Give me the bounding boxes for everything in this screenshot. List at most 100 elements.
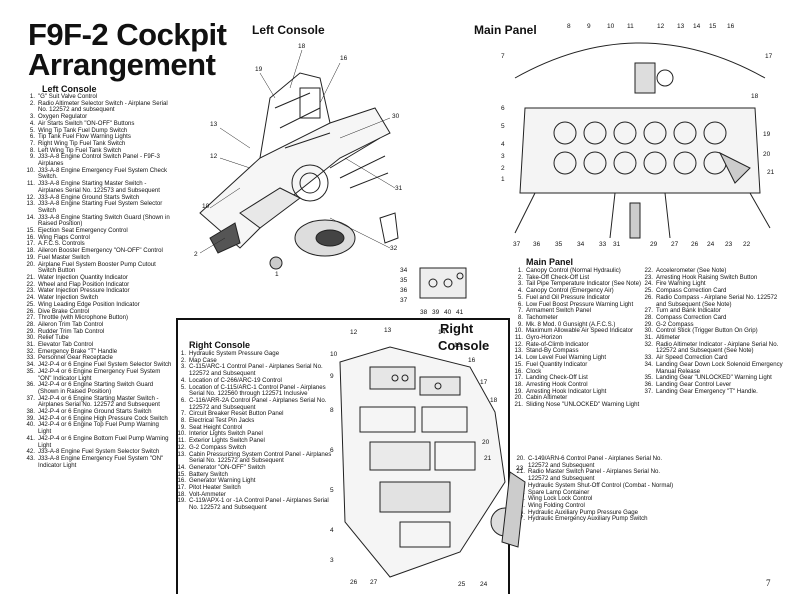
legend-item-number: 17. xyxy=(514,374,523,382)
legend-item-number: 11. xyxy=(26,180,35,188)
svg-text:19: 19 xyxy=(763,131,771,138)
svg-text:19: 19 xyxy=(255,66,263,73)
legend-item-text: Seat Height Control xyxy=(189,423,243,431)
svg-text:20: 20 xyxy=(763,151,771,158)
title-line-2: Arrangement xyxy=(28,47,216,82)
legend-item-text: Arresting Hook Raising Switch Button xyxy=(656,273,758,281)
legend-item-text: Fuel and Oil Pressure Indicator xyxy=(526,293,610,301)
svg-text:21: 21 xyxy=(767,169,775,176)
legend-item-number: 28. xyxy=(644,313,653,321)
legend-item: 18.Volt-Ammeter xyxy=(176,490,338,499)
right-console-diagram-title-1: Right xyxy=(440,321,474,336)
legend-item-text: J33-A-8 Engine Emergency Fuel System "ON… xyxy=(38,454,164,469)
legend-item: 11.Gyro-Horizon xyxy=(513,334,653,342)
legend-item-number: 23. xyxy=(26,287,35,295)
legend-item-text: Hydraulic System Pressure Gage xyxy=(189,350,280,357)
legend-item-number: 18. xyxy=(177,490,186,498)
legend-item: 19.Arresting Hook Indicator Light xyxy=(513,388,653,396)
svg-text:12: 12 xyxy=(350,329,358,336)
legend-item: 1.Canopy Control (Normal Hydraulic) xyxy=(513,267,653,275)
right-console-frame xyxy=(176,318,510,594)
svg-text:23: 23 xyxy=(725,241,733,248)
legend-item-number: 32. xyxy=(644,340,653,348)
legend-item: 14.Generator "ON-OFF" Switch xyxy=(176,464,338,472)
svg-text:35: 35 xyxy=(555,241,563,248)
legend-item-text: Interior Lights Switch Panel xyxy=(189,430,263,438)
legend-item-number: 7. xyxy=(517,307,523,315)
legend-item: 24.Water Injection Switch xyxy=(25,294,173,302)
legend-item-text: J33-A-8 Engine Emergency Fuel System Che… xyxy=(38,166,168,181)
right-console-heading: Right Console xyxy=(189,340,250,350)
legend-item: 21.Water Injection Quantity Indicator xyxy=(25,273,173,282)
svg-text:8: 8 xyxy=(567,23,571,30)
legend-item-number: 33. xyxy=(26,354,35,362)
legend-item-text: Volt-Ammeter xyxy=(189,490,226,498)
legend-item-text: Ejection Seat Emergency Control xyxy=(38,227,128,235)
legend-item: 34.J42-P-4 or 6 Engine Fuel System Selec… xyxy=(25,361,173,369)
legend-item-text: Tip Tank Fuel Flow Warning Lights xyxy=(38,133,131,141)
legend-item-text: Canopy Control (Emergency Air) xyxy=(526,287,614,295)
legend-item: 1.Hydraulic System Pressure Gage xyxy=(176,350,338,358)
legend-item: 15.Ejection Seat Emergency Control xyxy=(25,227,173,235)
legend-item-number: 40. xyxy=(26,421,35,429)
svg-text:21: 21 xyxy=(484,455,492,462)
legend-item: 3.Tail Pipe Temperature Indicator (See N… xyxy=(513,281,653,288)
left-console-diagram-title: Left Console xyxy=(252,23,325,37)
legend-item-number: 1. xyxy=(517,267,523,274)
legend-item-text: J42-P-4 or 6 Engine Fuel System Selector… xyxy=(38,361,172,369)
svg-text:36: 36 xyxy=(400,287,408,294)
legend-item-number: 26. xyxy=(26,307,35,315)
legend-item-number: 41. xyxy=(26,434,35,442)
legend-item-text: Compass Correction Card xyxy=(656,313,727,321)
legend-item-text: Landing Gear Control Lever xyxy=(656,380,732,388)
legend-item-text: Oxygen Regulator xyxy=(38,113,88,121)
legend-item: 15.Fuel Quantity Indicator xyxy=(513,361,653,369)
svg-text:26: 26 xyxy=(350,579,358,586)
svg-text:15: 15 xyxy=(454,342,462,349)
legend-item-text: Water Injection Switch xyxy=(38,294,99,302)
legend-item-text: Fuel Master Switch xyxy=(38,253,90,261)
legend-item: 18.Arresting Hook Control xyxy=(513,380,653,389)
legend-item: 19.Fuel Master Switch xyxy=(25,253,173,262)
legend-item: 33.Personnel Gear Receptacle xyxy=(25,355,173,362)
right-console-legend-cont: 20.C-149/ARN-6 Control Panel - Airplanes… xyxy=(515,455,677,523)
svg-text:10: 10 xyxy=(202,203,210,210)
legend-item-text: J42-P-4 or 6 Engine Emergency Fuel Syste… xyxy=(38,367,161,382)
legend-item-text: Take-Off Check-Off List xyxy=(526,273,590,281)
legend-item-number: 21. xyxy=(516,468,525,476)
legend-item-number: 31. xyxy=(26,341,35,349)
legend-item-text: Spare Lamp Container xyxy=(528,488,590,496)
legend-item-text: Low Level Fuel Warning Light xyxy=(526,354,607,362)
svg-text:23: 23 xyxy=(516,465,524,472)
legend-item-number: 5. xyxy=(29,126,35,134)
legend-item-number: 7. xyxy=(29,139,35,147)
legend-item-text: Sliding Nose "UNLOCKED" Warning Light xyxy=(526,401,640,409)
svg-text:15: 15 xyxy=(709,23,717,30)
legend-item-number: 17. xyxy=(26,240,35,248)
svg-text:11: 11 xyxy=(627,23,634,30)
legend-item: 3.Oxygen Regulator xyxy=(25,113,173,121)
legend-item: 14.Low Level Fuel Warning Light xyxy=(513,354,653,362)
legend-item: 7.Circuit Breaker Reset Button Panel xyxy=(176,411,338,418)
legend-item: 6.Tip Tank Fuel Flow Warning Lights xyxy=(25,134,173,141)
legend-item-number: 21. xyxy=(26,273,35,281)
legend-item-number: 37. xyxy=(26,394,35,402)
legend-item-number: 18. xyxy=(514,380,523,388)
svg-text:13: 13 xyxy=(677,23,685,30)
legend-item: 16.Clock xyxy=(513,368,653,376)
legend-item-number: 21. xyxy=(514,401,523,409)
legend-item: 26.Dive Brake Control xyxy=(25,307,173,316)
legend-item-number: 22. xyxy=(644,267,653,274)
legend-item-number: 14. xyxy=(514,354,523,362)
legend-item-text: Altimeter xyxy=(656,334,681,342)
legend-item-text: Turn and Bank Indicator xyxy=(656,307,721,315)
legend-item-number: 11. xyxy=(177,437,186,445)
legend-item-number: 20. xyxy=(516,455,525,462)
svg-text:40: 40 xyxy=(444,309,452,316)
legend-item-number: 37. xyxy=(644,387,653,395)
svg-text:35: 35 xyxy=(400,277,408,284)
legend-item-number: 6. xyxy=(29,133,35,141)
legend-item: 35.Landing Gear "UNLOCKED" Warning Light xyxy=(643,375,783,382)
svg-text:24: 24 xyxy=(707,241,715,248)
